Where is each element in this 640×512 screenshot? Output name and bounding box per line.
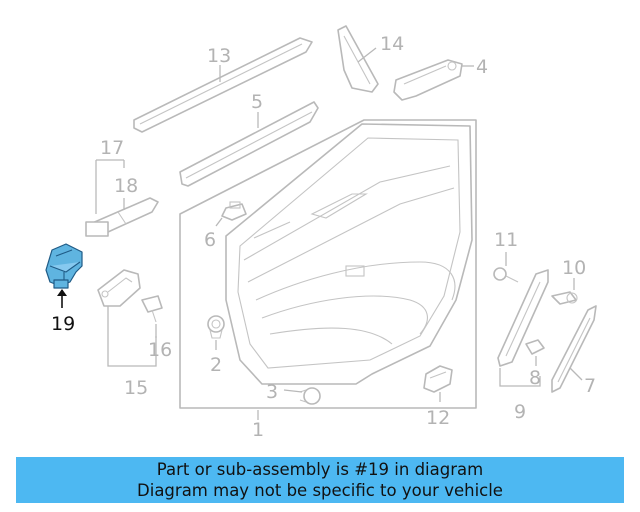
part-6-clip[interactable] xyxy=(221,201,247,221)
part-19-switch-highlighted[interactable] xyxy=(45,243,83,289)
banner-line-1: Part or sub-assembly is #19 in diagram xyxy=(156,460,484,479)
label-4: 4 xyxy=(476,56,488,78)
part-8-clip[interactable] xyxy=(525,339,545,355)
part-5-belt-trim[interactable] xyxy=(179,101,319,187)
label-9: 9 xyxy=(514,401,526,423)
banner-background xyxy=(16,457,624,503)
label-7: 7 xyxy=(584,375,596,397)
label-10: 10 xyxy=(562,257,586,279)
label-3: 3 xyxy=(266,381,278,403)
part-7-trim-strip[interactable] xyxy=(551,305,597,393)
label-14: 14 xyxy=(380,33,404,55)
part-9-trim-strip[interactable] xyxy=(497,269,549,367)
part-4-inner-handle[interactable] xyxy=(393,59,463,101)
part-2-grommet[interactable] xyxy=(207,315,225,339)
part-18-trim-bracket[interactable] xyxy=(85,197,159,237)
label-17: 17 xyxy=(100,137,124,159)
part-10-bolt[interactable] xyxy=(551,291,578,305)
label-8: 8 xyxy=(529,367,541,389)
part-12-bracket[interactable] xyxy=(423,365,453,393)
label-2: 2 xyxy=(210,354,222,376)
label-12: 12 xyxy=(426,407,450,429)
label-1: 1 xyxy=(252,419,264,441)
label-16: 16 xyxy=(148,339,172,361)
label-19: 19 xyxy=(51,313,75,335)
part-15-handle-bezel[interactable] xyxy=(97,269,141,307)
part-3-clip[interactable] xyxy=(299,387,321,405)
part-14-corner-cover[interactable] xyxy=(337,25,379,93)
part-1-door-trim-panel[interactable] xyxy=(179,119,477,409)
label-5: 5 xyxy=(251,91,263,113)
label-11: 11 xyxy=(494,229,518,251)
part-16-screw[interactable] xyxy=(141,295,163,323)
label-18: 18 xyxy=(114,175,138,197)
part-13-weatherstrip[interactable] xyxy=(133,37,313,133)
label-6: 6 xyxy=(204,229,216,251)
banner-line-2: Diagram may not be specific to your vehi… xyxy=(137,481,503,500)
part-11-bolt[interactable] xyxy=(493,267,519,283)
label-15: 15 xyxy=(124,377,148,399)
info-banner: Part or sub-assembly is #19 in diagram D… xyxy=(16,457,624,503)
label-13: 13 xyxy=(207,45,231,67)
